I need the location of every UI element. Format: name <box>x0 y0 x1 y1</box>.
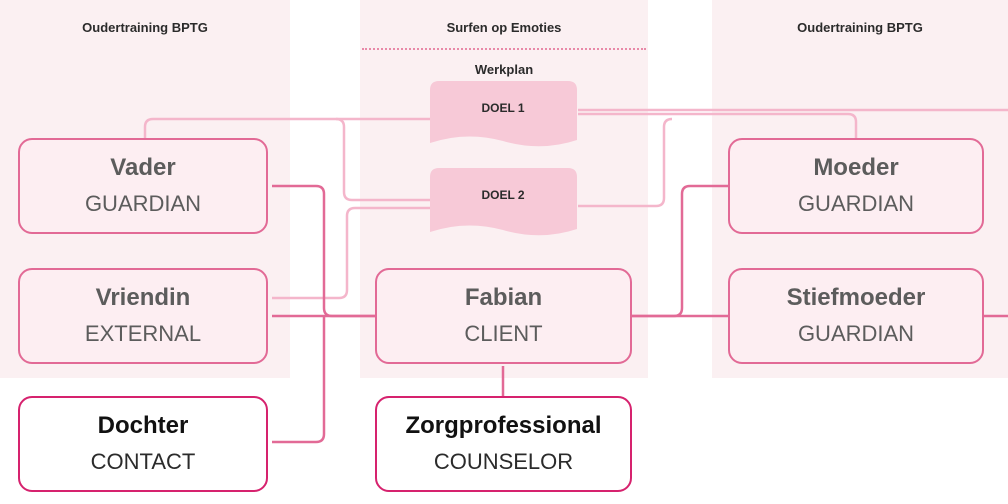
column-header-left: Oudertraining BPTG <box>82 20 208 35</box>
doel-2-label: DOEL 2 <box>481 188 525 202</box>
node-stiefmoeder[interactable]: Stiefmoeder GUARDIAN <box>728 268 984 364</box>
node-vader[interactable]: Vader GUARDIAN <box>18 138 268 234</box>
link-vader-doel1 <box>143 117 430 138</box>
node-role: CLIENT <box>464 321 543 346</box>
node-vriendin[interactable]: Vriendin EXTERNAL <box>18 268 268 364</box>
node-moeder[interactable]: Moeder GUARDIAN <box>728 138 984 234</box>
node-role: GUARDIAN <box>797 321 915 346</box>
node-role: COUNSELOR <box>433 449 574 474</box>
link-doel1-moeder <box>578 112 858 138</box>
werkplan-label: Werkplan <box>474 62 534 77</box>
node-fabian[interactable]: Fabian CLIENT <box>375 268 632 364</box>
link-dochter-fabian <box>272 316 326 444</box>
node-role: GUARDIAN <box>797 191 915 216</box>
werkplan-divider <box>362 48 646 50</box>
node-name: Moeder <box>813 154 899 181</box>
doel-1-label: DOEL 1 <box>481 101 525 115</box>
link-doel2-vriendin <box>272 206 430 300</box>
node-name: Dochter <box>97 412 189 439</box>
node-role: EXTERNAL <box>84 321 202 346</box>
doel2-document-shape <box>430 168 577 236</box>
node-name: Fabian <box>464 284 543 311</box>
node-zorgprofessional[interactable]: Zorgprofessional COUNSELOR <box>375 396 632 492</box>
node-role: GUARDIAN <box>84 191 202 216</box>
node-dochter[interactable]: Dochter CONTACT <box>18 396 268 492</box>
node-name: Stiefmoeder <box>786 284 926 311</box>
node-name: Vader <box>110 154 176 181</box>
column-header-middle: Surfen op Emoties <box>446 20 562 35</box>
link-vader-fabian <box>272 184 375 318</box>
node-name: Zorgprofessional <box>405 412 602 439</box>
link-doel2-col-left <box>335 117 430 202</box>
column-header-right: Oudertraining BPTG <box>797 20 923 35</box>
link-fabian-moeder <box>631 184 728 318</box>
doel1-document-shape <box>430 81 577 147</box>
link-doel2-moeder <box>578 117 673 208</box>
node-role: CONTACT <box>90 449 196 474</box>
node-name: Vriendin <box>95 284 191 311</box>
